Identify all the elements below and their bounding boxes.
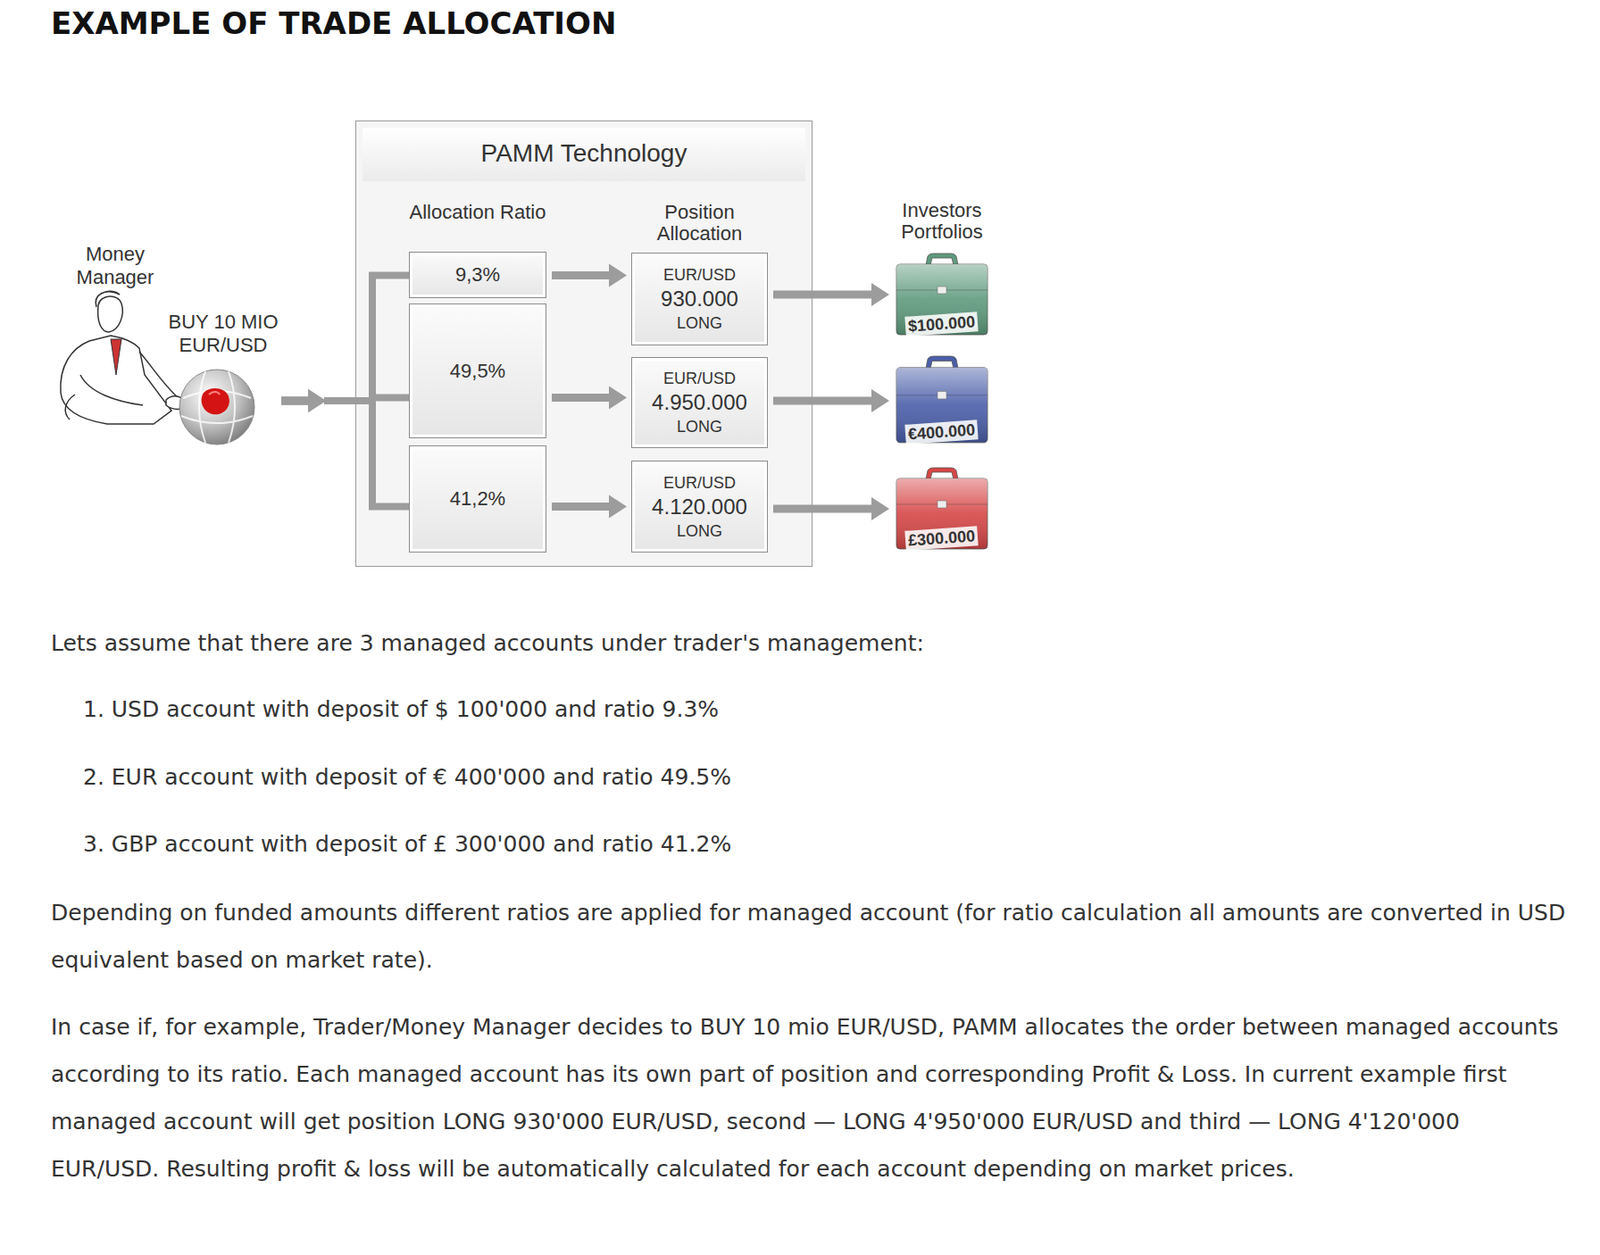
investor-portfolio: $100.000 bbox=[893, 252, 991, 337]
flow-arrow bbox=[551, 264, 627, 288]
position-detail: LONG bbox=[676, 416, 723, 438]
list-item: 3. GBP account with deposit of £ 300'000… bbox=[83, 820, 1566, 868]
ratio-box: 41,2% bbox=[408, 445, 547, 553]
flow-arrow bbox=[281, 389, 409, 508]
arrow-head bbox=[871, 389, 890, 413]
label-wrap: Allocation Ratio bbox=[408, 201, 547, 224]
column-heading: Allocation Ratio bbox=[408, 201, 547, 224]
column-heading: Investors Portfolios bbox=[875, 200, 1009, 243]
position-size: 930.000 bbox=[660, 285, 739, 313]
pamm-frame: PAMM Technology9,3%49,5%41,2%EUR/USD930.… bbox=[355, 120, 813, 567]
flow-arrow bbox=[773, 283, 890, 307]
investor-portfolio: €400.000 bbox=[893, 355, 991, 445]
manager-figure: Money ManagerBUY 10 MIO EUR/USD bbox=[53, 241, 282, 447]
body-text: Lets assume that there are 3 managed acc… bbox=[50, 619, 1569, 667]
position-detail: EUR/USD bbox=[663, 367, 736, 390]
label-wrap: Position Allocation bbox=[631, 201, 768, 245]
ratio-box: 9,3% bbox=[408, 251, 547, 299]
position-detail: LONG bbox=[676, 520, 723, 542]
position-detail: LONG bbox=[676, 312, 723, 334]
arrow-shaft bbox=[773, 505, 874, 514]
column-heading: Position Allocation bbox=[631, 201, 768, 245]
arrow-shaft bbox=[551, 502, 611, 511]
arrow-head bbox=[308, 389, 326, 413]
position-box: EUR/USD4.950.000LONG bbox=[631, 357, 768, 449]
ratio-value: 49,5% bbox=[450, 359, 506, 384]
body-text: In case if, for example, Trader/Money Ma… bbox=[50, 1003, 1569, 1193]
page-title: EXAMPLE OF TRADE ALLOCATION bbox=[50, 5, 617, 42]
arrow-shaft bbox=[551, 271, 611, 280]
arrow-shaft bbox=[281, 397, 310, 406]
position-size: 4.950.000 bbox=[651, 389, 748, 417]
position-box: EUR/USD4.120.000LONG bbox=[631, 460, 768, 553]
arrow-head bbox=[871, 497, 890, 521]
position-size: 4.120.000 bbox=[651, 493, 748, 521]
arrow-head bbox=[871, 283, 890, 307]
list-item: 2. EUR account with deposit of € 400'000… bbox=[83, 753, 1566, 801]
flow-arrow bbox=[773, 389, 890, 413]
bracket-line bbox=[324, 275, 409, 402]
investor-portfolio: £300.000 bbox=[893, 466, 991, 551]
order-label: BUY 10 MIO EUR/USD bbox=[165, 310, 282, 358]
flow-arrow bbox=[551, 495, 627, 519]
ratio-box: 49,5% bbox=[408, 303, 547, 439]
label-wrap: Lets assume that there are 3 managed acc… bbox=[50, 619, 1569, 667]
arrow-head bbox=[608, 386, 627, 410]
body-text: Depending on funded amounts different ra… bbox=[50, 889, 1569, 984]
label-wrap: In case if, for example, Trader/Money Ma… bbox=[50, 1003, 1569, 1193]
flow-arrow bbox=[281, 275, 409, 414]
label-wrap: Depending on funded amounts different ra… bbox=[50, 889, 1569, 984]
ratio-value: 41,2% bbox=[450, 487, 506, 511]
position-detail: EUR/USD bbox=[663, 264, 736, 286]
frame-heading: PAMM Technology bbox=[356, 121, 812, 168]
arrow-shaft bbox=[551, 393, 611, 402]
label-wrap: 3. GBP account with deposit of £ 300'000… bbox=[83, 820, 1566, 868]
position-box: EUR/USD930.000LONG bbox=[631, 252, 768, 346]
arrow-shaft bbox=[281, 397, 310, 406]
title-wrap: EXAMPLE OF TRADE ALLOCATION bbox=[50, 5, 617, 42]
list-item: 1. USD account with deposit of $ 100'000… bbox=[83, 685, 1566, 734]
manager-label: Money Manager bbox=[66, 242, 165, 290]
arrow-head bbox=[608, 264, 627, 288]
arrow-shaft bbox=[773, 291, 874, 300]
label-wrap: 2. EUR account with deposit of € 400'000… bbox=[83, 753, 1566, 801]
ratio-value: 9,3% bbox=[455, 263, 500, 287]
flow-arrow bbox=[551, 386, 627, 410]
label-wrap: Investors Portfolios bbox=[875, 200, 1009, 243]
arrow-head bbox=[608, 495, 627, 519]
arrow-shaft bbox=[773, 397, 874, 406]
arrow-shaft bbox=[281, 397, 310, 406]
arrow-head bbox=[308, 389, 326, 413]
label-wrap: 1. USD account with deposit of $ 100'000… bbox=[83, 685, 1566, 734]
position-detail: EUR/USD bbox=[663, 472, 736, 494]
flow-arrow bbox=[773, 497, 890, 521]
bracket-line bbox=[324, 400, 409, 508]
arrow-head bbox=[308, 389, 326, 413]
